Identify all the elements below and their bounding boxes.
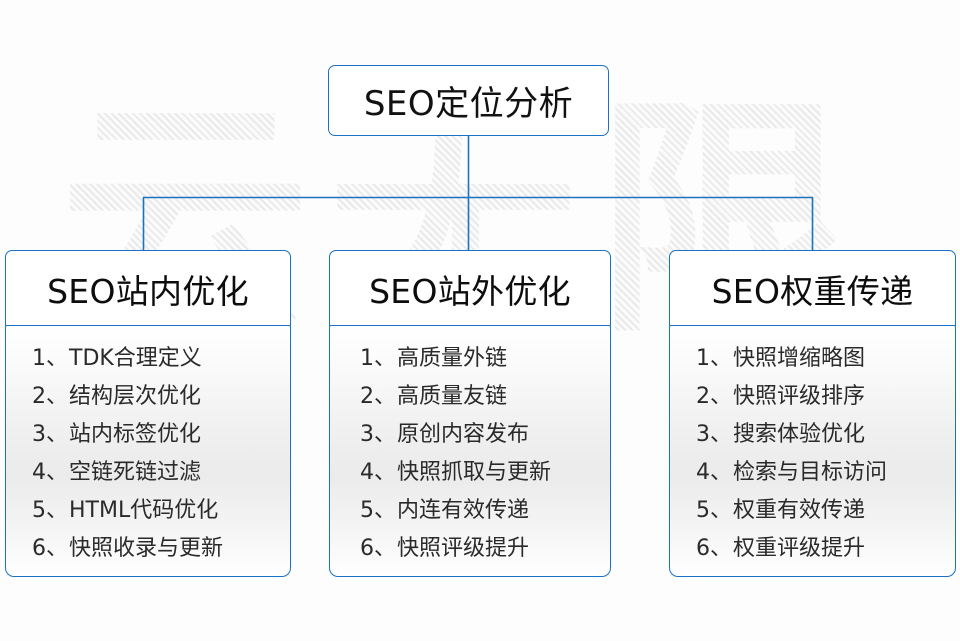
list-item-label: TDK合理定义 xyxy=(69,346,202,372)
branch-header-label: SEO权重传递 xyxy=(711,271,914,311)
list-item: 2、 高质量友链 xyxy=(330,378,610,416)
list-item: 3、 原创内容发布 xyxy=(330,416,610,454)
list-item-label: 快照收录与更新 xyxy=(69,536,224,562)
list-item: 5、 HTML代码优化 xyxy=(6,492,290,530)
list-item-label: 站内标签优化 xyxy=(69,422,202,448)
list-item: 2、 结构层次优化 xyxy=(6,378,290,416)
branch-item-list-seo-onsite: 1、 TDK合理定义 2、 结构层次优化 3、 站内标签优化 4、 空链死链过滤… xyxy=(6,340,290,568)
branch-card-seo-weight-transfer[interactable]: SEO权重传递 1、 快照增缩略图 2、 快照评级排序 3、 搜索体验优化 4、 xyxy=(669,250,956,579)
list-item-index: 6、 xyxy=(360,536,396,562)
list-item-index: 6、 xyxy=(32,536,68,562)
list-item: 4、 快照抓取与更新 xyxy=(330,454,610,492)
list-item-index: 5、 xyxy=(696,498,732,524)
branch-body-seo-offsite: 1、 高质量外链 2、 高质量友链 3、 原创内容发布 4、 快照抓取与更新 5… xyxy=(329,325,611,578)
list-item: 3、 搜索体验优化 xyxy=(670,416,955,454)
branch-header-seo-onsite[interactable]: SEO站内优化 xyxy=(5,250,291,327)
list-item: 1、 TDK合理定义 xyxy=(6,340,290,378)
list-item-label: 空链死链过滤 xyxy=(69,460,202,486)
branch-header-label: SEO站外优化 xyxy=(369,271,571,311)
list-item: 3、 站内标签优化 xyxy=(6,416,290,454)
list-item-index: 5、 xyxy=(32,498,68,524)
list-item-label: 快照增缩略图 xyxy=(733,346,866,372)
list-item-index: 4、 xyxy=(360,460,396,486)
list-item-label: 高质量友链 xyxy=(397,384,508,410)
list-item: 5、 权重有效传递 xyxy=(670,492,955,530)
list-item-index: 2、 xyxy=(32,384,68,410)
list-item: 6、 快照收录与更新 xyxy=(6,530,290,568)
list-item-index: 4、 xyxy=(696,460,732,486)
list-item: 4、 空链死链过滤 xyxy=(6,454,290,492)
list-item-label: 内连有效传递 xyxy=(397,498,530,524)
list-item: 1、 快照增缩略图 xyxy=(670,340,955,378)
list-item-index: 2、 xyxy=(696,384,732,410)
root-node-title: SEO定位分析 xyxy=(363,84,574,124)
branch-item-list-seo-weight-transfer: 1、 快照增缩略图 2、 快照评级排序 3、 搜索体验优化 4、 检索与目标访问… xyxy=(670,340,955,568)
list-item-index: 1、 xyxy=(32,346,68,372)
list-item-label: 结构层次优化 xyxy=(69,384,202,410)
list-item-index: 4、 xyxy=(32,460,68,486)
list-item-index: 2、 xyxy=(360,384,396,410)
branch-card-seo-offsite[interactable]: SEO站外优化 1、 高质量外链 2、 高质量友链 3、 原创内容发布 4、 快 xyxy=(329,250,611,579)
branch-header-seo-offsite[interactable]: SEO站外优化 xyxy=(329,250,611,327)
branch-body-seo-weight-transfer: 1、 快照增缩略图 2、 快照评级排序 3、 搜索体验优化 4、 检索与目标访问… xyxy=(669,325,956,578)
list-item-index: 3、 xyxy=(32,422,68,448)
list-item: 4、 检索与目标访问 xyxy=(670,454,955,492)
list-item-label: 搜索体验优化 xyxy=(733,422,866,448)
branch-header-seo-weight-transfer[interactable]: SEO权重传递 xyxy=(669,250,956,327)
list-item-label: 快照抓取与更新 xyxy=(397,460,552,486)
list-item: 2、 快照评级排序 xyxy=(670,378,955,416)
list-item: 5、 内连有效传递 xyxy=(330,492,610,530)
list-item-label: HTML代码优化 xyxy=(69,498,219,524)
list-item-label: 检索与目标访问 xyxy=(733,460,888,486)
list-item-index: 1、 xyxy=(360,346,396,372)
branch-header-label: SEO站内优化 xyxy=(47,271,249,311)
branch-item-list-seo-offsite: 1、 高质量外链 2、 高质量友链 3、 原创内容发布 4、 快照抓取与更新 5… xyxy=(330,340,610,568)
list-item-index: 1、 xyxy=(696,346,732,372)
list-item-index: 3、 xyxy=(360,422,396,448)
list-item: 6、 权重评级提升 xyxy=(670,530,955,568)
list-item: 1、 高质量外链 xyxy=(330,340,610,378)
list-item-index: 6、 xyxy=(696,536,732,562)
list-item-label: 快照评级提升 xyxy=(397,536,530,562)
list-item-label: 快照评级排序 xyxy=(733,384,866,410)
list-item-index: 3、 xyxy=(696,422,732,448)
list-item-label: 原创内容发布 xyxy=(397,422,530,448)
root-node-seo-positioning-analysis[interactable]: SEO定位分析 xyxy=(328,65,609,136)
list-item-label: 高质量外链 xyxy=(397,346,508,372)
branch-card-seo-onsite[interactable]: SEO站内优化 1、 TDK合理定义 2、 结构层次优化 3、 站内标签优化 4… xyxy=(5,250,291,579)
list-item-label: 权重评级提升 xyxy=(733,536,866,562)
branch-body-seo-onsite: 1、 TDK合理定义 2、 结构层次优化 3、 站内标签优化 4、 空链死链过滤… xyxy=(5,325,291,578)
list-item: 6、 快照评级提升 xyxy=(330,530,610,568)
list-item-label: 权重有效传递 xyxy=(733,498,866,524)
list-item-index: 5、 xyxy=(360,498,396,524)
